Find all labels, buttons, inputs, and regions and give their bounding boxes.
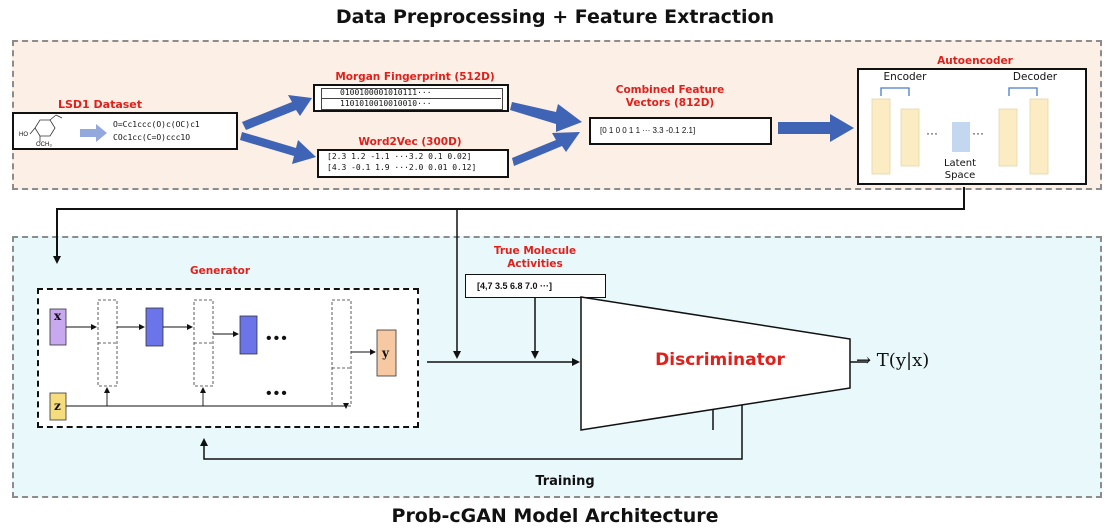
generator-network xyxy=(49,299,397,421)
morgan-row-1: 0100100001010111··· xyxy=(340,88,432,97)
generator-x-label: x xyxy=(54,309,62,323)
dataset-label: LSD1 Dataset xyxy=(57,98,143,111)
dataset-box xyxy=(12,112,238,150)
latent-label-1: Latent xyxy=(943,158,977,169)
generator-dots-2: ••• xyxy=(266,385,289,402)
true-activities-label-1: True Molecule xyxy=(493,245,577,257)
feature-arrows xyxy=(240,95,854,166)
discriminator-label: Discriminator xyxy=(655,350,785,370)
true-activities-value: [4,7 3.5 6.8 7.0 ···] xyxy=(477,281,553,291)
autoencoder-box xyxy=(857,68,1087,185)
combined-value: [0 1 0 0 1 1 ··· 3.3 -0.1 2.1] xyxy=(600,126,696,135)
molecule-oh-label: HO xyxy=(19,132,28,138)
generator-label: Generator xyxy=(189,265,250,277)
word2vec-row-2: [4.3 -0.1 1.9 ···2.0 0.01 0.12] xyxy=(327,163,477,172)
morgan-inner xyxy=(321,88,503,110)
generator-z-label: z xyxy=(54,399,61,413)
molecule-och3-label: OCH₃ xyxy=(36,142,52,148)
molecule-icon xyxy=(18,114,80,148)
top-title: Data Preprocessing + Feature Extraction xyxy=(335,6,775,28)
training-label: Training xyxy=(535,474,595,489)
latent-label-2: Space xyxy=(944,170,976,181)
discriminator-shape xyxy=(580,296,851,431)
true-activities-box xyxy=(465,274,606,298)
combined-label-1: Combined Feature xyxy=(615,84,725,96)
word2vec-label: Word2Vec (300D) xyxy=(358,136,462,148)
word2vec-box xyxy=(317,149,509,178)
autoencoder-layers xyxy=(871,87,1049,175)
dataset-small-arrow xyxy=(80,124,107,142)
generator-dots-1: ••• xyxy=(266,330,289,347)
smiles-1: O=Cc1ccc(O)c(OC)c1 xyxy=(113,120,200,129)
bottom-title: Prob-cGAN Model Architecture xyxy=(391,505,719,527)
word2vec-row-1: [2.3 1.2 -1.1 ···3.2 0.1 0.02] xyxy=(327,152,472,161)
autoencoder-label: Autoencoder xyxy=(937,55,1013,67)
true-activities-label-2: Activities xyxy=(507,258,563,270)
morgan-row-2: 1101010010010010··· xyxy=(340,99,432,108)
ae-dots-left: ··· xyxy=(926,126,938,140)
encoder-label: Encoder xyxy=(883,71,927,83)
decoder-label: Decoder xyxy=(1012,71,1058,83)
combined-label-2: Vectors (812D) xyxy=(625,97,715,109)
discriminator-output: → T(y|x) xyxy=(856,350,930,371)
ae-dots-right: ··· xyxy=(972,126,984,140)
smiles-2: COc1cc(C=O)ccc1O xyxy=(113,133,191,142)
combined-box xyxy=(589,117,772,145)
morgan-label: Morgan Fingerprint (512D) xyxy=(335,71,495,83)
generator-y-label: y xyxy=(382,346,389,360)
